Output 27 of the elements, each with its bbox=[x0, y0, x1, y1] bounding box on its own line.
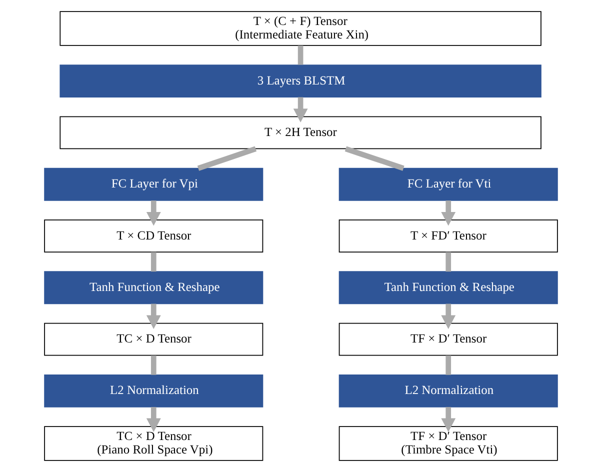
node-box: 3 Layers BLSTM bbox=[59, 64, 541, 98]
arrow bbox=[292, 97, 308, 122]
node-box: L2 Normalization bbox=[338, 374, 558, 408]
node-box: T × FD′ Tensor bbox=[338, 220, 558, 252]
connector bbox=[150, 252, 156, 272]
node-box: T × (C + F) Tensor (Intermediate Feature Xin) bbox=[59, 11, 541, 46]
arrow bbox=[146, 200, 160, 226]
arrow bbox=[440, 200, 456, 226]
node-box: T × 2H Tensor bbox=[59, 116, 541, 150]
connector bbox=[150, 355, 156, 375]
node-box: TC × D Tensor bbox=[44, 322, 263, 356]
arrow bbox=[146, 407, 160, 432]
node-box: FC Layer for Vpi bbox=[44, 168, 263, 201]
node-box: Tanh Function & Reshape bbox=[338, 271, 558, 304]
connector bbox=[297, 46, 303, 65]
node-box: TF × D′ Tensor (Timbre Space Vti) bbox=[338, 426, 558, 461]
node-box: Tanh Function & Reshape bbox=[44, 271, 263, 304]
arrow bbox=[440, 304, 456, 329]
node-box: TF × D′ Tensor bbox=[338, 322, 558, 356]
node-box: L2 Normalization bbox=[44, 374, 263, 408]
arrow bbox=[146, 304, 160, 329]
connector bbox=[445, 355, 451, 375]
node-box: TC × D Tensor (Piano Roll Space Vpi) bbox=[44, 426, 263, 461]
node-box: FC Layer for Vti bbox=[338, 168, 558, 201]
node-box: T × CD Tensor bbox=[44, 220, 263, 252]
connector bbox=[445, 252, 451, 272]
arrow bbox=[440, 407, 456, 432]
